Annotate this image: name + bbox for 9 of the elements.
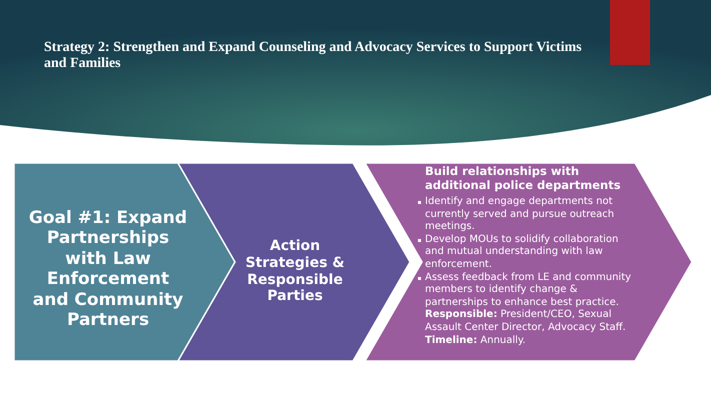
goal-heading: Goal #1: Expand Partnerships with Law Enforcement and Community Partners [28,208,188,330]
slide-title: Strategy 2: Strengthen and Expand Counseling and Advocacy Services to Support Victims and Families [44,40,583,72]
responsible-text: Responsible: President/CEO, Sexual Assault Center Director, Advocacy Staff. [425,309,627,335]
bullet-item: Identify and engage departments not currently served and pursue outreach meetings. [417,196,640,234]
bullet-item: Assess feedback from LE and community members to identify change & partnerships to enhance best practice. [417,272,640,310]
timeline-text: Timeline: Annually. [425,334,527,348]
action-heading: Build relationships with additional police departments [425,165,622,192]
bullet-item: Develop MOUs to solidify collaboration and mutual understanding with law enforcement. [417,234,640,272]
step-heading: Action Strategies & Responsible Parties [244,238,346,306]
